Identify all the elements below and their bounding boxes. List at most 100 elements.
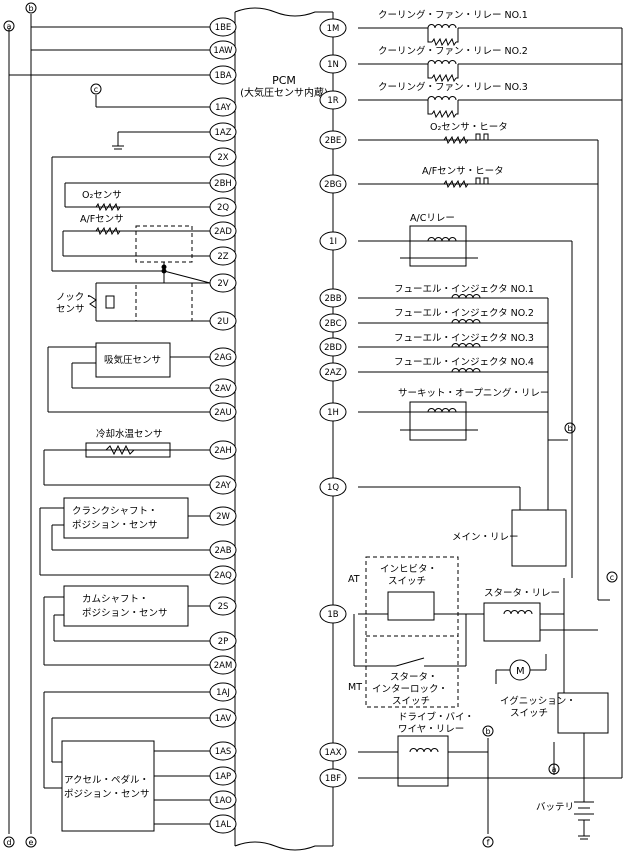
resistor [431, 109, 457, 119]
pcm-pin-label: 2W [216, 512, 230, 522]
pcm-pin-right [319, 742, 347, 762]
pcm-pin-right [319, 402, 347, 422]
pcm-pin-left [209, 378, 237, 398]
relay-link [427, 100, 432, 115]
label-fuel-injector-3: フューエル・インジェクタ NO.3 [394, 333, 534, 344]
pcm-pin-label: 2AZ [324, 368, 341, 378]
pcm-pin-left [209, 596, 237, 616]
pcm-pin-label: 1AY [215, 103, 232, 113]
resistor [431, 37, 457, 47]
label-mt: MT [348, 682, 362, 693]
connector-e-bottom [25, 836, 37, 848]
connector-label: c [610, 573, 614, 582]
right-wiring [353, 27, 623, 840]
label-fuel-injector-4: フューエル・インジェクタ NO.4 [394, 357, 534, 368]
label-starter-interlock-2: インターロック・ [372, 684, 448, 695]
pcm-pin-label: 2U [217, 317, 229, 327]
pcm-pin-left [209, 814, 237, 834]
pcm-pin-label: 1H [327, 408, 339, 418]
label-app-sensor-1: アクセル・ペダル・ [64, 774, 149, 786]
label-cooling-fan-relay-3: クーリング・ファン・リレー NO.3 [378, 81, 528, 93]
resistor [443, 179, 469, 189]
pcm-subtitle: (大気圧センサ内蔵) [240, 86, 328, 99]
pcm-pin-label: 1R [327, 96, 338, 106]
label-map-sensor: 吸気圧センサ [104, 354, 161, 366]
pcm-pin-label: 1N [327, 60, 339, 70]
relay-link [456, 28, 459, 43]
connector-b-top [25, 2, 37, 14]
label-cooling-fan-relay-2: クーリング・ファン・リレー NO.2 [378, 45, 528, 57]
label-circuit-opening-relay: サーキット・オープニング・リレー [398, 387, 549, 399]
pcm-pin-right [319, 231, 347, 251]
label-knock-sensor-2: センサ [56, 304, 85, 315]
pcm-pin-left [209, 197, 237, 217]
connector-label: e [29, 838, 34, 847]
relay-link [456, 64, 459, 79]
relay-link [427, 64, 432, 79]
pcm-pin-right [319, 288, 347, 308]
pcm-pin-left [209, 147, 237, 167]
label-fuel-injector-1: フューエル・インジェクタ NO.1 [394, 284, 534, 295]
label-cmp-sensor-2: ポジション・センサ [82, 608, 168, 619]
label-starter-relay: スタータ・リレー [484, 588, 560, 599]
pcm-pin-left [209, 347, 237, 367]
connector-b-right [564, 422, 576, 434]
pcm-pin-label: 2AM [214, 661, 233, 671]
connector-label: f [487, 838, 490, 847]
pcm-break-bottom [234, 841, 333, 851]
pcm-pin-left [209, 65, 237, 85]
pcm-pin-right [319, 130, 347, 150]
pcm-pin-left [209, 311, 237, 331]
pcm-pin-left [209, 506, 237, 526]
pcm-pin-left [209, 790, 237, 810]
pcm-pin-label: 2AG [214, 353, 232, 363]
label-ignition-switch-2: スイッチ [510, 708, 548, 719]
label-main-relay: メイン・リレー [452, 532, 519, 543]
pcm-pin-label: 2Z [217, 252, 228, 262]
pcm-pin-left [209, 40, 237, 60]
pcm-pin-label: 2BC [324, 319, 341, 329]
pcm-pin-label: 2P [218, 637, 229, 647]
heater-symbol [472, 177, 489, 185]
pcm-pin-label: 2AV [215, 384, 232, 394]
relay-coil [427, 24, 457, 29]
label-ect-sensor: 冷却水温センサ [96, 428, 163, 440]
pcm-pin-left [209, 475, 237, 495]
pcm-pin-label: 2X [217, 153, 228, 163]
connector-d-bottom [3, 836, 15, 848]
pcm-pin-label: 1AL [215, 820, 231, 830]
label-motor: M [516, 666, 525, 677]
pcm-pin-label: 1I [329, 237, 337, 247]
label-inhibitor-switch-2: スイッチ [388, 576, 426, 587]
pcm-title: PCM [272, 74, 296, 87]
pcm-pin-left [209, 655, 237, 675]
pcm-pin-label: 1AJ [216, 688, 230, 698]
resistor [95, 202, 121, 212]
label-cmp-sensor-1: カムシャフト・ [82, 594, 149, 605]
connector-a-lower [548, 763, 560, 775]
pcm-pin-left [209, 682, 237, 702]
pcm-pin-left [209, 741, 237, 761]
pcm-pin-label: 2AH [214, 446, 232, 456]
pcm-pin-label: 2AD [214, 227, 232, 237]
pcm-pin-left [209, 246, 237, 266]
relay-coil [427, 60, 457, 65]
label-at: AT [348, 574, 360, 585]
pcm-pin-left [209, 565, 237, 585]
connector-label: a [7, 22, 12, 31]
relay-link [427, 28, 432, 43]
injector-coil [451, 319, 481, 324]
label-o2-sensor-heater: O₂センサ・ヒータ [430, 122, 508, 133]
relay-link [456, 100, 459, 115]
pcm-pin-label: 2BE [325, 136, 342, 146]
connector-label: b [485, 727, 490, 736]
pcm-pin-label: 2S [218, 602, 229, 612]
connector-a-top [3, 20, 15, 32]
pcm-pin-label: 1B [327, 610, 338, 620]
pcm-pin-left [209, 273, 237, 293]
pcm-pin-label: 2BG [324, 180, 342, 190]
pcm-pin-left [209, 173, 237, 193]
label-ignition-switch-1: イグニッション・ [500, 695, 576, 707]
connector-c-right [606, 571, 618, 583]
